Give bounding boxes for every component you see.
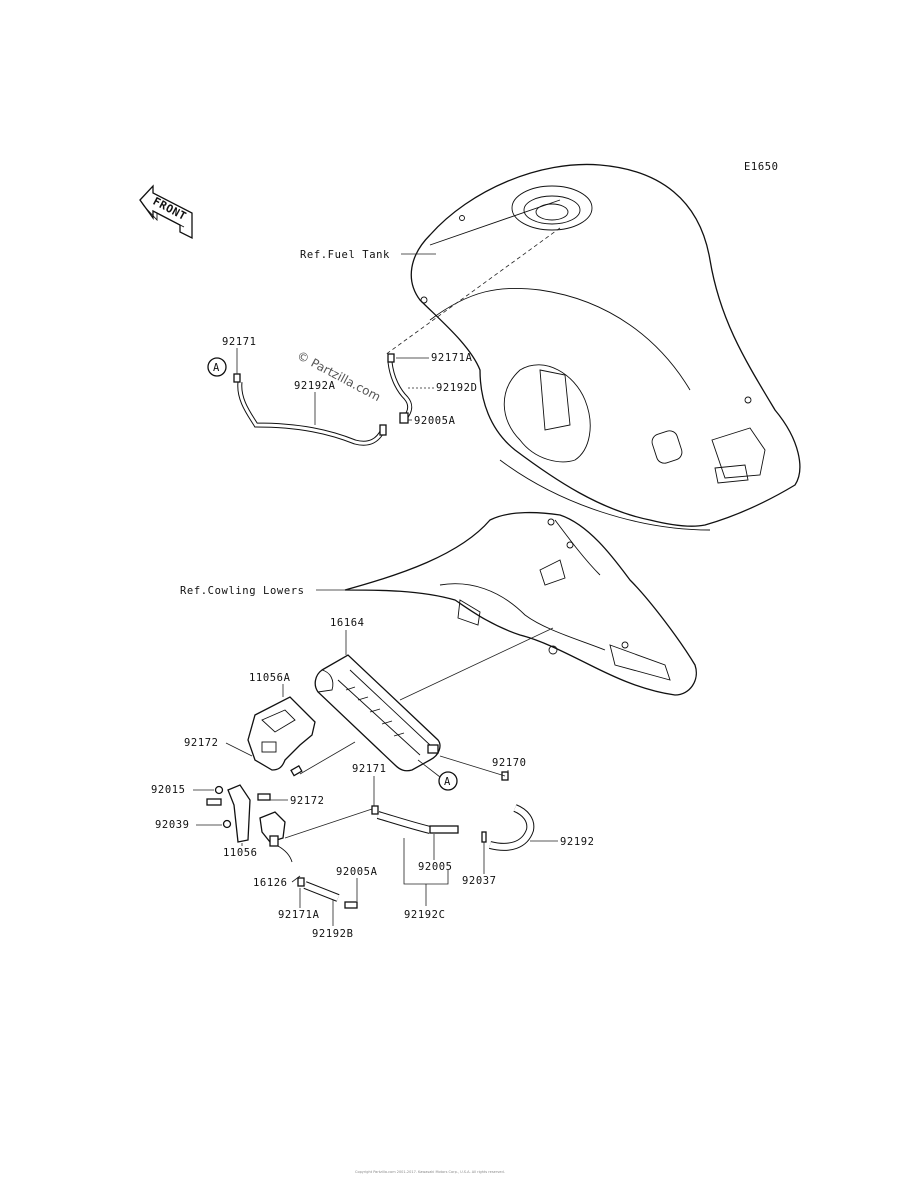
leader-tank-hose: [384, 227, 561, 356]
joint-92005A-b: [399, 412, 409, 424]
watermark: © Partzilla.com: [295, 348, 383, 404]
joint-92005: [429, 825, 459, 834]
label-92192D: 92192D: [436, 382, 478, 394]
hose-92192A: [237, 381, 386, 446]
clamp-92171A-bot: [297, 877, 305, 887]
label-11056: 11056: [223, 847, 258, 859]
cowling-lower: [344, 511, 697, 696]
label-92192A: 92192A: [294, 380, 336, 392]
clamp-92171-top: [233, 373, 241, 383]
joint-92005A-bot: [344, 901, 358, 909]
leader-92172-a: [225, 742, 253, 757]
label-92039: 92039: [155, 819, 190, 831]
washer-92015: [214, 785, 224, 795]
leader-92172-bracket: [299, 741, 356, 775]
bolt-92172-a: [290, 765, 303, 777]
label-92171-top: 92171: [222, 336, 257, 348]
fuel-tank: [410, 163, 801, 531]
leader-canister-cowl: [399, 627, 554, 701]
callout-a-top-label: A: [213, 362, 220, 374]
callout-a-top: [207, 357, 227, 377]
joint-92005A-a: [379, 424, 387, 436]
label-92005A-top: 92005A: [414, 415, 456, 427]
label-16164: 16164: [330, 617, 365, 629]
callout-a-bottom-label: A: [444, 776, 451, 788]
bolt-92172-b: [257, 793, 271, 801]
valve-16126: [259, 811, 293, 863]
hose-92192B: [303, 881, 340, 902]
label-16126: 16126: [253, 877, 288, 889]
clamp-92171A-top: [387, 353, 395, 363]
label-92172-b: 92172: [290, 795, 325, 807]
label-92192B: 92192B: [312, 928, 354, 940]
leader-valve-hose: [284, 807, 376, 839]
label-92015: 92015: [151, 784, 186, 796]
footer-copyright: Copyright Partzilla.com 2001-2017. Kawas…: [355, 1170, 505, 1174]
label-92192: 92192: [560, 836, 595, 848]
hose-92192: [489, 804, 535, 851]
nut-92039: [222, 819, 232, 829]
bracket-11056A: [247, 696, 316, 771]
label-92037: 92037: [462, 875, 497, 887]
hose-92192D: [387, 361, 413, 420]
hose-92192C: [376, 811, 431, 834]
clamp-92037: [481, 831, 487, 843]
clamp-92171-mid: [371, 805, 379, 815]
label-92171A-top: 92171A: [431, 352, 473, 364]
label-92172-a: 92172: [184, 737, 219, 749]
label-92192C: 92192C: [404, 909, 446, 921]
label-92005A-bot: 92005A: [336, 866, 378, 878]
label-92005: 92005: [418, 861, 453, 873]
bracket-11056: [227, 784, 251, 843]
label-92171A-bot: 92171A: [278, 909, 320, 921]
leader-callout-a-bottom: [417, 759, 441, 778]
ref-cowling-label: Ref.Cowling Lowers: [180, 585, 305, 597]
ref-fuel-tank-label: Ref.Fuel Tank: [300, 249, 390, 261]
diagram-code: E1650: [744, 161, 779, 173]
leader-16126: [291, 875, 301, 883]
canister-16164: [314, 654, 441, 772]
bolt-92015: [206, 798, 222, 806]
label-11056A: 11056A: [249, 672, 291, 684]
label-92170: 92170: [492, 757, 527, 769]
front-arrow-icon: FRONT: [139, 184, 193, 240]
leader-canister-hose: [439, 755, 506, 777]
callout-a-bottom: [438, 771, 458, 791]
label-92171-mid: 92171: [352, 763, 387, 775]
